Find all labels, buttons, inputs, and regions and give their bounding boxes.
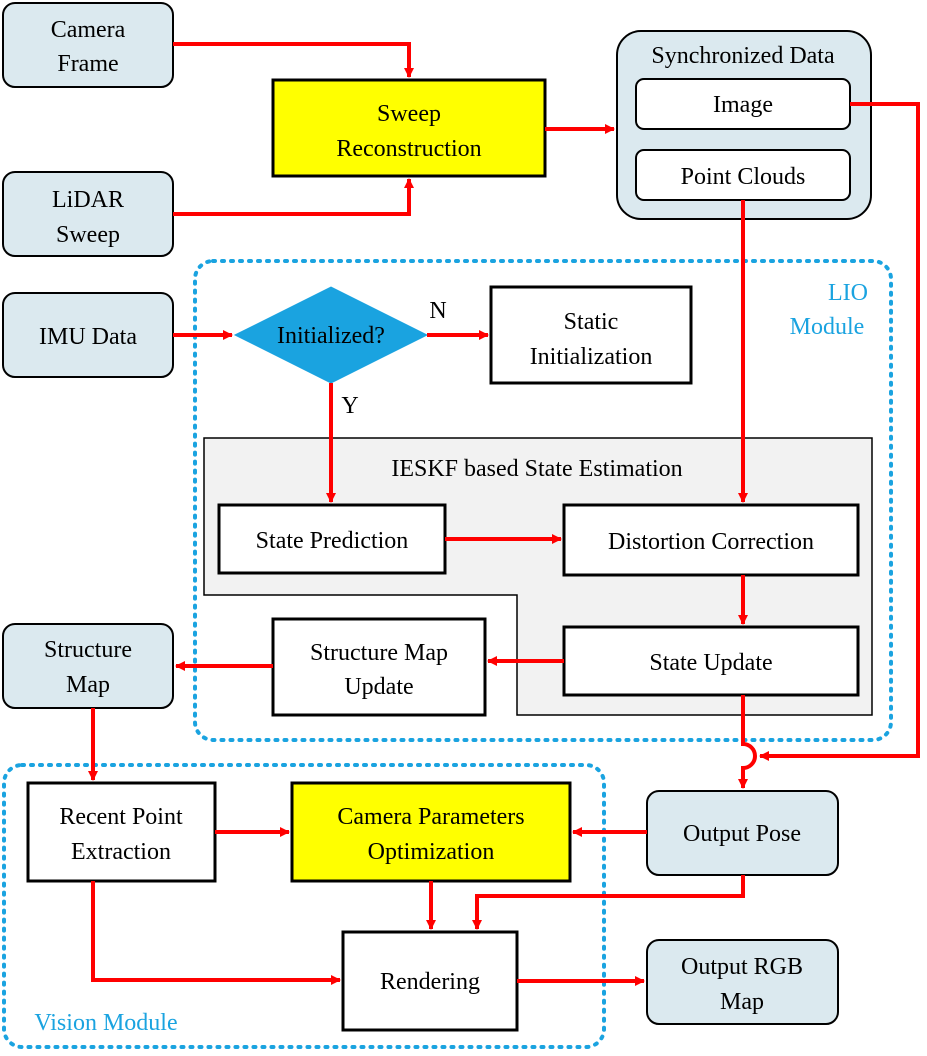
recent-point-extraction-label-2: Extraction xyxy=(71,839,171,865)
structure-map-box xyxy=(2,623,174,709)
edge-label-no: N xyxy=(429,298,446,324)
sweep-reconstruction-label-1: Sweep xyxy=(377,101,441,127)
output-rgb-map-label-1: Output RGB xyxy=(681,954,803,980)
output-rgb-map-label-2: Map xyxy=(720,989,764,1015)
arrow-image-to-camparams xyxy=(759,102,920,761)
camera-parameters-optimization-label-1: Camera Parameters xyxy=(337,804,524,830)
point-clouds-label: Point Clouds xyxy=(681,164,806,190)
structure-map-update-label-1: Structure Map xyxy=(310,640,448,666)
rendering-label: Rendering xyxy=(380,969,480,995)
structure-map-update-box xyxy=(271,617,487,717)
vision-module-label: Vision Module xyxy=(34,1010,177,1036)
static-initialization-label-1: Static xyxy=(564,309,619,335)
lio-module-label-1: LIO xyxy=(828,280,868,306)
camera-parameters-optimization-box xyxy=(290,781,572,883)
rendering-box xyxy=(341,930,519,1032)
output-pose-label: Output Pose xyxy=(683,821,801,847)
sweep-reconstruction-label-2: Reconstruction xyxy=(336,136,481,162)
arrow-pose-to-rendering xyxy=(472,875,745,930)
state-prediction-label: State Prediction xyxy=(256,528,409,554)
camera-frame-label-2: Frame xyxy=(57,51,118,77)
output-rgb-map-box xyxy=(646,939,839,1025)
edge-label-yes: Y xyxy=(341,393,358,419)
state-update-label: State Update xyxy=(649,650,772,676)
recent-point-extraction-box xyxy=(26,781,217,883)
static-initialization-box xyxy=(489,285,693,385)
lidar-sweep-label-1: LiDAR xyxy=(52,187,124,213)
arrow-update-to-outputpose xyxy=(738,695,757,789)
initialized-label: Initialized? xyxy=(277,323,385,349)
image-label: Image xyxy=(713,92,773,118)
sweep-reconstruction-box xyxy=(271,78,547,178)
camera-parameters-optimization-label-2: Optimization xyxy=(368,839,495,865)
imu-data-label: IMU Data xyxy=(39,324,137,350)
lio-module-border xyxy=(193,259,893,742)
structure-map-update-label-2: Update xyxy=(344,674,413,700)
arrow-camera-to-sweep xyxy=(173,42,414,78)
camera-frame-label-1: Camera xyxy=(51,17,126,43)
synchronized-data-label: Synchronized Data xyxy=(651,43,835,69)
recent-point-extraction-label-1: Recent Point xyxy=(59,804,183,830)
distortion-correction-box xyxy=(562,503,860,577)
ieskf-title: IESKF based State Estimation xyxy=(391,456,682,482)
state-prediction-box xyxy=(217,503,447,575)
distortion-correction-label: Distortion Correction xyxy=(608,529,814,555)
arrow-lidar-to-sweep xyxy=(173,178,414,216)
arrow-recent-to-rendering xyxy=(91,881,341,985)
vision-module-border xyxy=(2,763,606,1049)
lidar-sweep-label-2: Sweep xyxy=(56,222,120,248)
structure-map-label-2: Map xyxy=(66,672,110,698)
lio-module-label-2: Module xyxy=(790,314,865,340)
structure-map-label-1: Structure xyxy=(44,637,132,663)
static-initialization-label-2: Initialization xyxy=(530,344,653,370)
